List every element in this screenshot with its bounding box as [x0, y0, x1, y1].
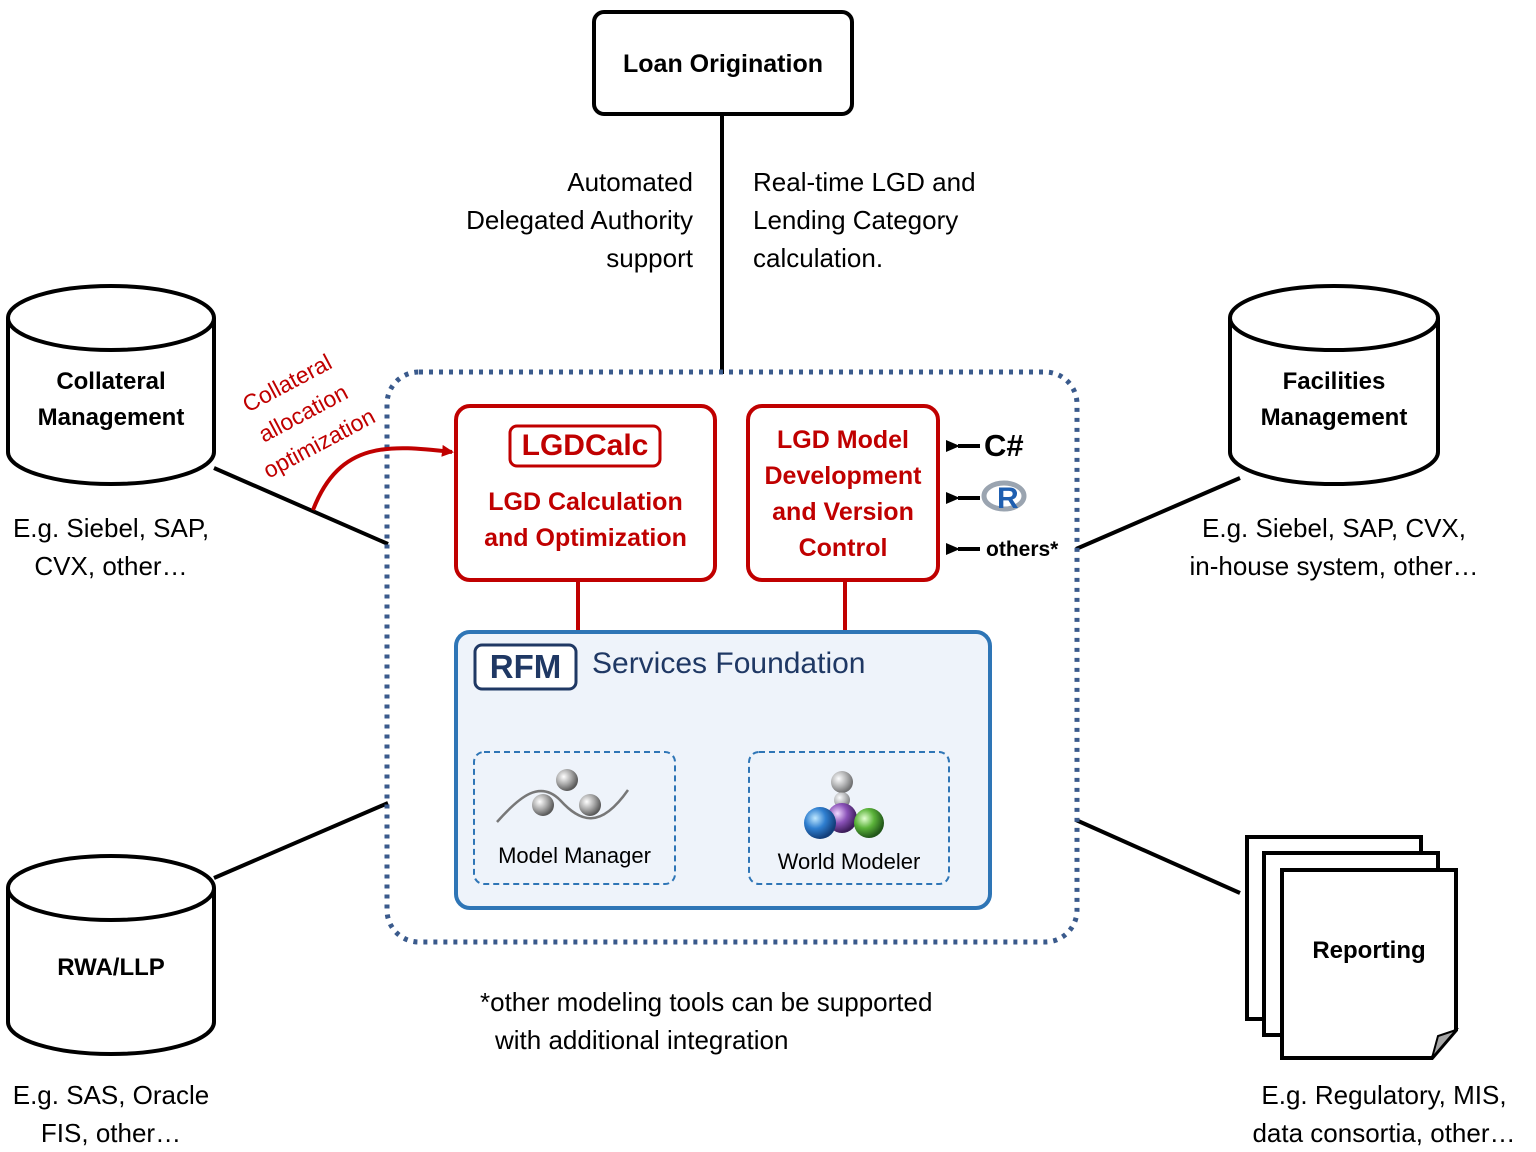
- csharp-label: C#: [984, 428, 1024, 463]
- reporting-documents-icon: [1245, 835, 1460, 1060]
- rwa-examples: E.g. SAS, Oracle FIS, other…: [0, 1076, 222, 1152]
- collateral-examples-line-2: CVX, other…: [34, 551, 188, 581]
- lgdcalc-logo: LGDCalc: [521, 429, 649, 462]
- others-label: others*: [986, 538, 1059, 561]
- rfm-logo-frame: [473, 643, 578, 691]
- connector-collateral: [213, 466, 389, 546]
- lgdcalc-logo-frame: [508, 424, 662, 468]
- right-note-line-3: calculation.: [753, 243, 884, 273]
- world-modeler-box: [748, 751, 950, 885]
- r-label: R: [997, 482, 1019, 515]
- collateral-title: Collateral Management: [8, 364, 214, 436]
- facilities-examples-line-2: in-house system, other…: [1189, 551, 1479, 581]
- left-note-line-3: support: [606, 243, 693, 273]
- collateral-title-line-2: Management: [37, 404, 185, 431]
- collateral-examples: E.g. Siebel, SAP, CVX, other…: [0, 509, 222, 585]
- collateral-title-line-1: Collateral: [56, 368, 166, 395]
- model-manager-icon: [496, 769, 630, 823]
- left-note-line-1: Automated: [567, 167, 693, 197]
- reporting-examples-line-1: E.g. Regulatory, MIS,: [1261, 1080, 1507, 1110]
- footnote-line-2: with additional integration: [495, 1025, 789, 1055]
- lgdcalc-title-line-2: and Optimization: [484, 524, 687, 552]
- rwa-title: RWA/LLP: [57, 954, 165, 981]
- facilities-database-icon: [1228, 284, 1440, 486]
- reporting-examples-line-2: data consortia, other…: [1252, 1118, 1516, 1148]
- footnote-line-1: *other modeling tools can be supported: [480, 987, 933, 1017]
- model-dev-title: LGD Model Development and Version Contro…: [748, 422, 938, 566]
- rwa-examples-line-2: FIS, other…: [40, 1118, 182, 1148]
- footnote: *other modeling tools can be supported w…: [480, 983, 1040, 1059]
- right-note-line-1: Real-time LGD and: [753, 167, 976, 197]
- connector-reporting: [1075, 818, 1241, 895]
- collateral-examples-line-1: E.g. Siebel, SAP,: [12, 513, 210, 543]
- rfm-logo: RFM: [489, 648, 562, 685]
- loan-origination-right-note: Real-time LGD and Lending Category calcu…: [753, 163, 1053, 277]
- loan-origination-box: [592, 10, 854, 116]
- model-manager-box: [473, 751, 676, 885]
- right-note-line-2: Lending Category: [753, 205, 959, 235]
- facilities-title-line-1: Facilities: [1282, 368, 1386, 395]
- collateral-optimization-arrow: [311, 444, 454, 511]
- facilities-examples: E.g. Siebel, SAP, CVX, in-house system, …: [1168, 509, 1500, 585]
- r-logo-icon: [981, 480, 1027, 512]
- lgdcalc-title: LGD Calculation and Optimization: [456, 484, 715, 556]
- model-dev-title-line-3: and Version: [772, 498, 914, 526]
- rfm-panel: [454, 630, 992, 910]
- facilities-title-line-2: Management: [1260, 404, 1408, 431]
- platform-container: [384, 369, 1080, 945]
- rfm-title: Services Foundation: [592, 647, 866, 680]
- facilities-title: Facilities Management: [1230, 364, 1438, 436]
- loan-origination-left-note: Automated Delegated Authority support: [380, 163, 693, 277]
- rwa-database-icon: [6, 854, 216, 1056]
- connector-facilities: [1075, 476, 1241, 551]
- model-manager-label: Model Manager: [498, 843, 651, 868]
- facilities-examples-line-1: E.g. Siebel, SAP, CVX,: [1202, 513, 1466, 543]
- model-dev-title-line-2: Development: [764, 462, 922, 490]
- left-note-line-2: Delegated Authority: [466, 205, 693, 235]
- reporting-title: Reporting: [1312, 937, 1426, 964]
- collateral-database-icon: [6, 284, 216, 486]
- reporting-examples: E.g. Regulatory, MIS, data consortia, ot…: [1232, 1076, 1536, 1152]
- model-dev-title-line-1: LGD Model: [777, 426, 909, 454]
- connector-rwa: [213, 801, 389, 880]
- world-modeler-icon: [804, 771, 884, 839]
- rwa-examples-line-1: E.g. SAS, Oracle: [12, 1080, 210, 1110]
- model-dev-title-line-4: Control: [798, 534, 888, 562]
- lgdcalc-title-line-1: LGD Calculation: [488, 488, 683, 516]
- world-modeler-label: World Modeler: [777, 849, 921, 874]
- loan-origination-title: Loan Origination: [623, 50, 823, 78]
